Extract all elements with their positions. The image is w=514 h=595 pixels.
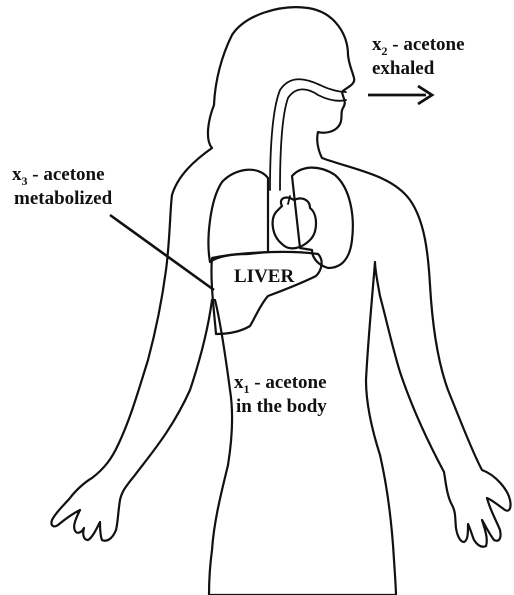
- metabolized-label-line2: metabolized: [14, 188, 113, 209]
- body-outline: [51, 7, 510, 595]
- left-lung: [209, 170, 269, 262]
- body-label-line1: x1 - acetone: [234, 372, 327, 396]
- exhaled-label-line2: exhaled: [372, 58, 435, 79]
- metabolized-label-line1: x3 - acetone: [12, 164, 105, 188]
- liver: [211, 252, 321, 334]
- exhale-arrow-icon: [368, 86, 432, 104]
- body-label-line2: in the body: [236, 396, 327, 417]
- liver-label: LIVER: [234, 266, 294, 287]
- metabolized-pointer-line: [110, 215, 214, 290]
- exhaled-label-line1: x2 - acetone: [372, 34, 465, 58]
